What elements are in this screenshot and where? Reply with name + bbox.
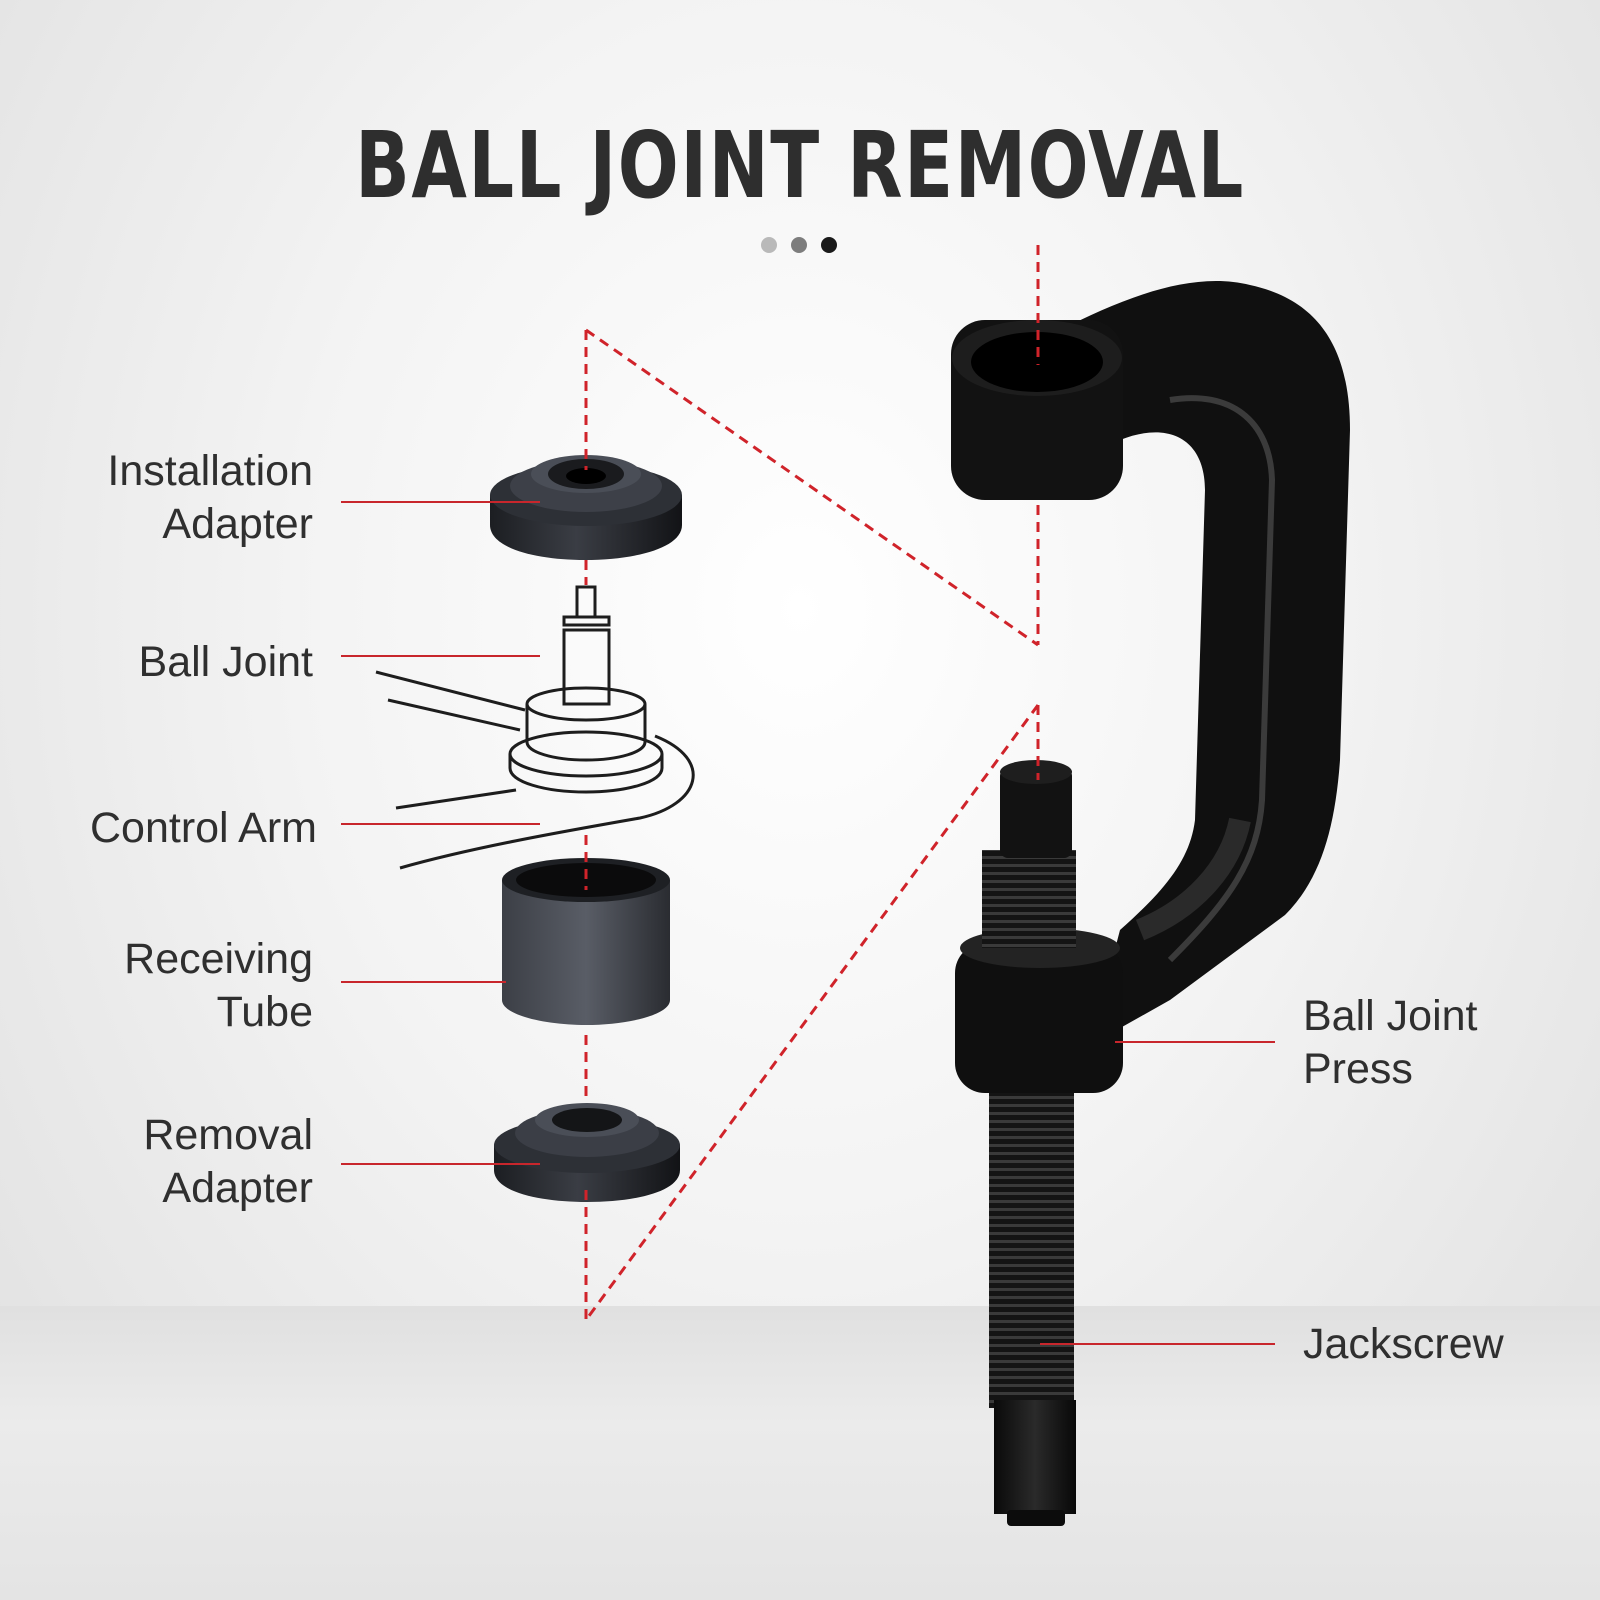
page-title: BALL JOINT REMOVAL bbox=[355, 112, 1245, 219]
label-ball-joint-line1: Ball Joint bbox=[138, 638, 313, 686]
pager-dot-2[interactable] bbox=[791, 237, 807, 253]
label-receiving-tube-line2: Tube bbox=[216, 988, 313, 1036]
removal-adapter bbox=[494, 1103, 680, 1202]
alignment-guides bbox=[584, 245, 1040, 1321]
ball-joint-drawing bbox=[375, 585, 695, 870]
label-installation-adapter-line1: Installation bbox=[107, 447, 313, 495]
floor-shadow bbox=[0, 1306, 1600, 1600]
label-ball-joint-press: Ball Joint Press bbox=[1303, 990, 1563, 1096]
ball-joint-press bbox=[951, 281, 1350, 1526]
pager-dots bbox=[761, 237, 851, 255]
pager-dot-3[interactable] bbox=[821, 237, 837, 253]
label-ball-joint-press-line2: Press bbox=[1303, 1045, 1413, 1093]
label-receiving-tube: Receiving Tube bbox=[40, 933, 313, 1039]
label-ball-joint: Ball Joint bbox=[40, 636, 313, 689]
jackscrew-thread bbox=[989, 1093, 1074, 1408]
label-installation-adapter: Installation Adapter bbox=[40, 445, 313, 551]
label-removal-adapter-line2: Adapter bbox=[162, 1164, 313, 1212]
label-jackscrew-line1: Jackscrew bbox=[1303, 1320, 1504, 1368]
label-ball-joint-press-line1: Ball Joint bbox=[1303, 992, 1478, 1040]
jackscrew-hex bbox=[994, 1400, 1076, 1514]
label-installation-adapter-line2: Adapter bbox=[162, 500, 313, 548]
label-jackscrew: Jackscrew bbox=[1303, 1318, 1563, 1371]
receiving-tube bbox=[502, 858, 670, 1025]
label-receiving-tube-line1: Receiving bbox=[124, 935, 313, 983]
label-removal-adapter: Removal Adapter bbox=[40, 1109, 313, 1215]
label-control-arm-line1: Control Arm bbox=[89, 804, 317, 852]
installation-adapter bbox=[490, 455, 682, 560]
label-removal-adapter-line1: Removal bbox=[143, 1111, 313, 1159]
leader-lines bbox=[341, 501, 1275, 1345]
label-control-arm: Control Arm bbox=[20, 802, 317, 855]
pager-dot-1[interactable] bbox=[761, 237, 777, 253]
